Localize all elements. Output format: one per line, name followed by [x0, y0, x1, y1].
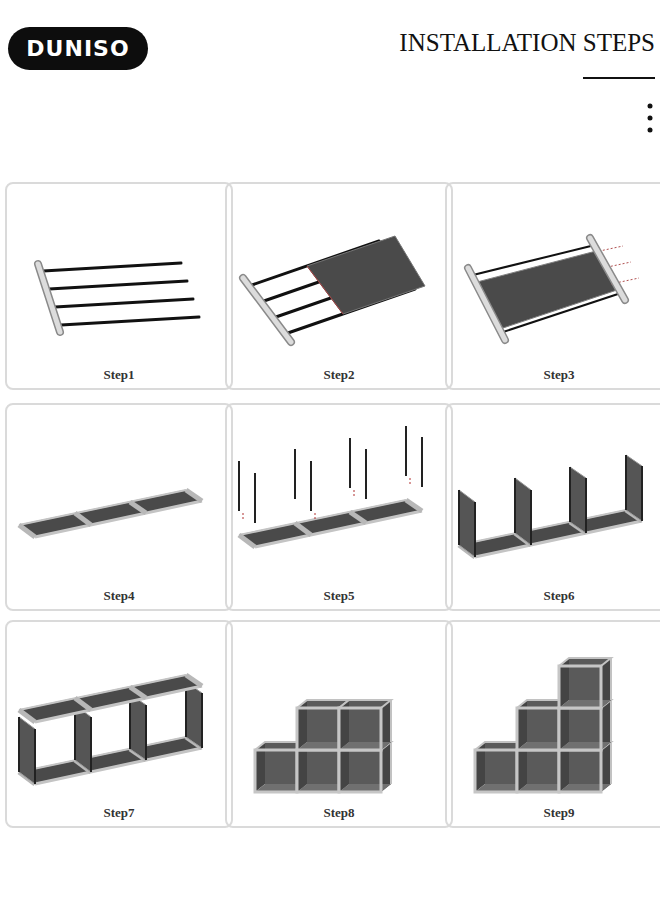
step-panel: Step5	[225, 403, 453, 611]
step-panel: Step4	[5, 403, 233, 611]
step-panel: Step8	[225, 620, 453, 828]
brand-name: DUNISO	[26, 36, 129, 61]
page-title: INSTALLATION STEPS	[399, 29, 655, 57]
step-label: Step3	[447, 367, 660, 383]
step-panel: Step1	[5, 182, 233, 390]
step-label: Step4	[7, 588, 231, 604]
step-label: Step2	[227, 367, 451, 383]
step-label: Step5	[227, 588, 451, 604]
step-panel: Step6	[445, 403, 660, 611]
step-label: Step7	[7, 805, 231, 821]
step-label: Step6	[447, 588, 660, 604]
step-panel: Step9	[445, 620, 660, 828]
step-label: Step9	[447, 805, 660, 821]
step-label: Step1	[7, 367, 231, 383]
step-panel: Step7	[5, 620, 233, 828]
step-label: Step8	[227, 805, 451, 821]
brand-logo: DUNISO	[8, 27, 148, 70]
step-panel: Step3	[445, 182, 660, 390]
step-panel: Step2	[225, 182, 453, 390]
